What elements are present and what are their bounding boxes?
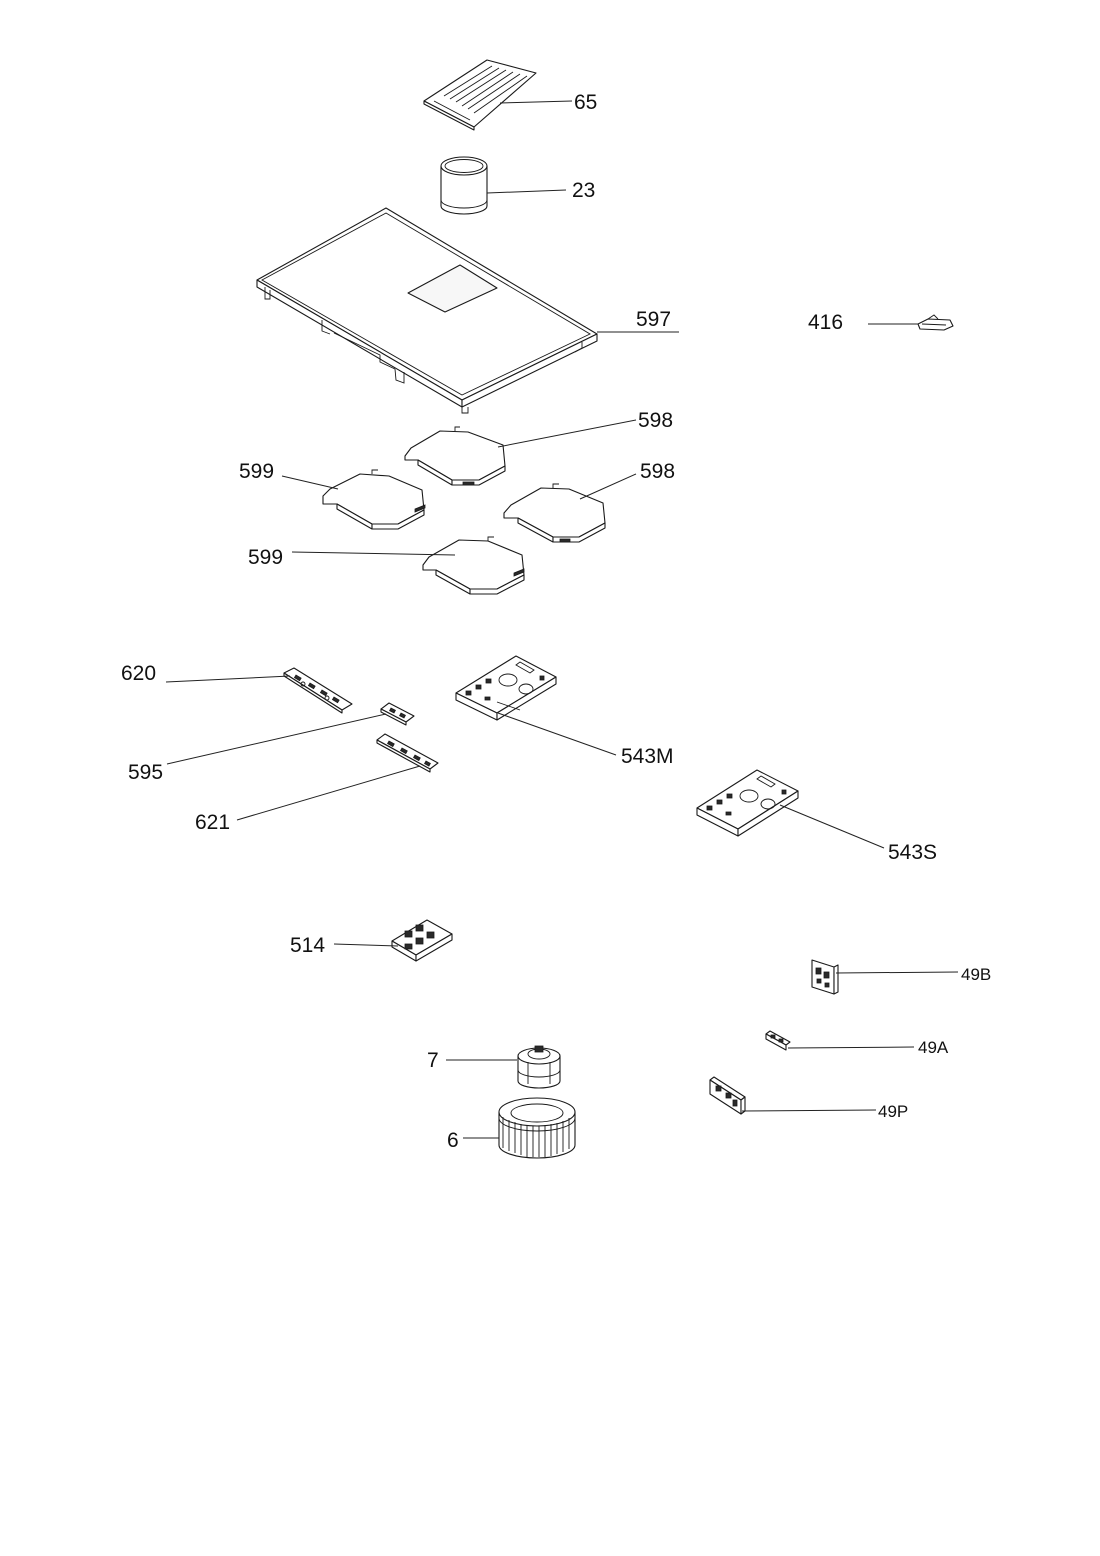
part-599-induction-coil-bottom — [422, 536, 525, 595]
leader-543s — [779, 804, 885, 849]
leader-23 — [486, 189, 567, 194]
part-49a-small-board — [765, 1030, 791, 1051]
callout-65: 65 — [574, 91, 597, 114]
part-6-blower-wheel — [498, 1097, 576, 1159]
part-621-board-strip — [376, 733, 439, 773]
leader-49b — [835, 971, 959, 974]
callout-49a: 49A — [918, 1038, 949, 1057]
part-543m-power-board — [455, 655, 557, 721]
part-620-control-board — [283, 667, 353, 714]
callout-621: 621 — [195, 811, 230, 834]
callout-49p: 49P — [878, 1102, 908, 1121]
callout-597: 597 — [636, 308, 671, 331]
callout-599-bottom: 599 — [248, 546, 283, 569]
leader-621 — [236, 765, 421, 821]
callout-416: 416 — [808, 311, 843, 334]
callout-23: 23 — [572, 179, 595, 202]
part-23-cylinder-duct — [440, 156, 488, 215]
callout-595: 595 — [128, 761, 163, 784]
callout-49b: 49B — [961, 965, 991, 984]
callout-6: 6 — [447, 1129, 459, 1152]
leader-598-top — [497, 419, 637, 448]
leader-595 — [166, 713, 387, 765]
part-599-induction-coil-left — [322, 469, 426, 530]
callout-598-right: 598 — [640, 460, 675, 483]
leader-49a — [787, 1046, 915, 1049]
leader-514 — [333, 943, 399, 947]
part-514-terminal-block — [391, 919, 453, 962]
leader-599-bottom — [291, 551, 456, 556]
part-49p-board — [709, 1076, 746, 1115]
callout-7: 7 — [427, 1049, 439, 1072]
callout-598-top: 598 — [638, 409, 673, 432]
part-49b-board — [811, 959, 839, 995]
callout-599-left: 599 — [239, 460, 274, 483]
part-598-induction-coil-right — [503, 483, 606, 543]
part-65-vent-grille — [423, 59, 537, 131]
part-597-glass-top — [256, 207, 598, 414]
leader-598-right — [579, 473, 637, 500]
callout-543m: 543M — [621, 745, 674, 768]
part-598-induction-coil-top — [404, 426, 506, 486]
leader-620 — [165, 675, 291, 683]
leader-599-left — [281, 475, 339, 490]
part-7-motor — [517, 1045, 561, 1089]
callout-543s: 543S — [888, 841, 937, 864]
part-416-sensor — [917, 314, 954, 331]
leader-543m — [497, 712, 617, 756]
leader-65 — [499, 100, 573, 104]
part-543s-power-board — [696, 769, 799, 837]
callout-514: 514 — [290, 934, 325, 957]
leader-49p — [741, 1109, 877, 1112]
part-595-small-board — [380, 702, 415, 726]
callout-620: 620 — [121, 662, 156, 685]
